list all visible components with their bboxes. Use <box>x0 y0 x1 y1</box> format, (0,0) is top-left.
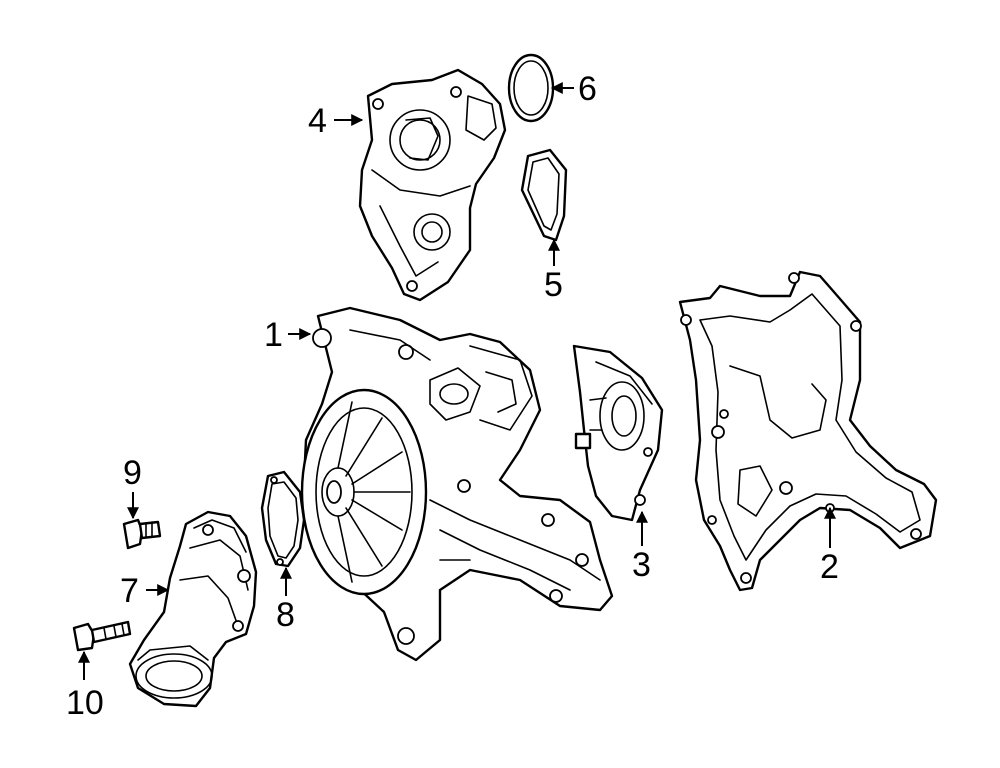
callout-4: 4 <box>308 102 327 140</box>
callout-numbers: 1 2 3 4 5 6 7 8 9 10 <box>66 70 839 722</box>
callout-7: 7 <box>120 572 139 610</box>
part-10-long-bolt[interactable] <box>72 620 132 652</box>
callout-8: 8 <box>276 596 295 634</box>
callout-leaders <box>78 82 836 680</box>
callout-5: 5 <box>544 266 563 304</box>
callout-3: 3 <box>632 546 651 584</box>
part-9-bolt[interactable] <box>122 518 162 550</box>
part-7-coolant-pipe[interactable] <box>128 510 258 708</box>
part-6-o-ring[interactable] <box>507 53 555 123</box>
callout-10: 10 <box>66 684 104 722</box>
part-3-cover-plate[interactable] <box>572 344 664 522</box>
part-5-gasket[interactable] <box>520 148 568 242</box>
callout-6: 6 <box>578 70 597 108</box>
part-2-large-gasket[interactable] <box>678 270 938 592</box>
part-4-thermostat-housing[interactable] <box>358 68 507 302</box>
callout-2: 2 <box>820 548 839 586</box>
part-1-water-pump[interactable] <box>300 306 614 662</box>
callout-1: 1 <box>264 316 283 354</box>
callout-9: 9 <box>123 454 142 492</box>
part-8-small-gasket[interactable] <box>260 470 306 568</box>
